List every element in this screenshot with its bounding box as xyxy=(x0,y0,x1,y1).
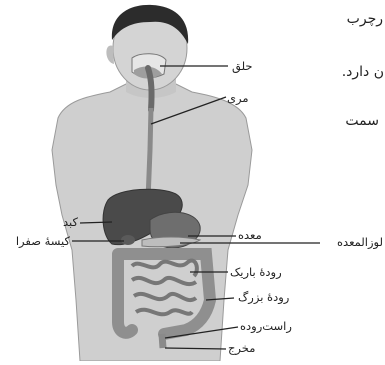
label-rectum: راست‌روده xyxy=(240,320,292,333)
label-pancreas: لوزالمعده xyxy=(337,236,383,249)
gallbladder-shape xyxy=(121,235,135,245)
ear xyxy=(106,45,114,64)
label-gallbladder: کیسهٔ صفرا xyxy=(16,235,70,248)
label-stomach: معده xyxy=(238,229,262,242)
rectum-tube xyxy=(162,334,163,348)
label-anus: مخرج xyxy=(228,342,255,355)
label-small-intestine: رودهٔ باریک xyxy=(230,266,282,279)
label-esophagus: مری xyxy=(227,92,249,105)
label-pharynx: حلق xyxy=(232,60,253,73)
paragraph-fragment-2: ن دارد. xyxy=(342,64,384,80)
paragraph-fragment-1: رچرب xyxy=(347,11,383,27)
label-large-intestine: رودهٔ بزرگ xyxy=(238,291,289,304)
label-liver: کبد xyxy=(63,216,78,229)
paragraph-fragment-3: سمت xyxy=(345,113,379,129)
pharynx-tube xyxy=(148,68,152,110)
